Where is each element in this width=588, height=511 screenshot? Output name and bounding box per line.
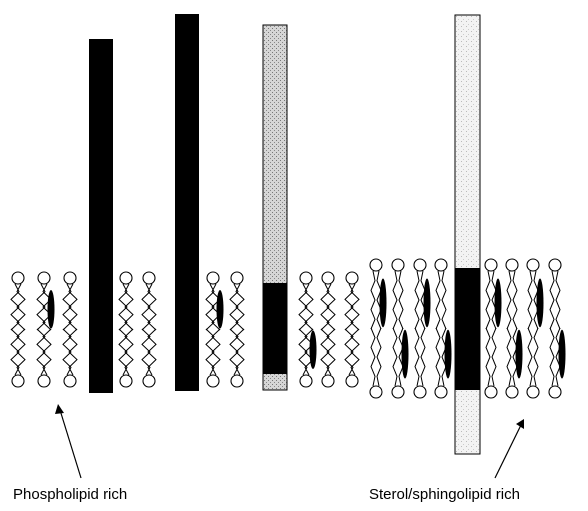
sterol-molecule — [445, 330, 452, 379]
lipid-molecule — [37, 329, 51, 387]
sterol-molecule — [495, 279, 502, 328]
lipid-molecule — [11, 329, 25, 387]
sterol-molecule — [310, 330, 317, 369]
lipid-molecule — [230, 272, 244, 330]
lipid-molecule — [321, 272, 335, 330]
sterol-sphingolipid-rich-label: Sterol/sphingolipid rich — [369, 486, 520, 503]
lipid-molecule — [63, 329, 77, 387]
lipid-molecule — [63, 272, 77, 330]
arrow-sterol-sphingolipid — [495, 419, 524, 478]
sterol-molecule — [402, 330, 409, 379]
lipid-molecule — [506, 259, 518, 329]
sterol-molecule — [537, 279, 544, 328]
sterol-molecule — [559, 330, 566, 379]
lipid-molecule — [119, 272, 133, 330]
transmembrane-protein-2 — [175, 14, 199, 391]
lipid-molecule — [142, 272, 156, 330]
lipid-molecule — [370, 328, 382, 398]
lipid-molecule — [142, 329, 156, 387]
lipid-molecule — [299, 272, 313, 330]
lipid-molecule — [485, 328, 497, 398]
arrow-phospholipid — [55, 404, 81, 478]
sterol-molecule — [217, 290, 224, 329]
lipid-molecule — [321, 329, 335, 387]
transmembrane-protein-3 — [263, 25, 287, 390]
raft-protein — [455, 15, 480, 454]
sterol-molecule — [516, 330, 523, 379]
lipid-molecule — [392, 259, 404, 329]
sterol-molecule — [424, 279, 431, 328]
lipid-molecule — [345, 329, 359, 387]
lipid-molecule — [206, 329, 220, 387]
phospholipid-rich-label: Phospholipid rich — [13, 486, 127, 503]
lipid-molecule — [345, 272, 359, 330]
sterol-molecule — [48, 290, 55, 329]
lipid-molecule — [549, 259, 561, 329]
lipid-molecule — [435, 259, 447, 329]
lipid-molecule — [527, 328, 539, 398]
lipid-molecule — [414, 328, 426, 398]
lipid-molecule — [119, 329, 133, 387]
lipid-molecule — [11, 272, 25, 330]
transmembrane-protein-1 — [89, 39, 113, 393]
sterol-molecule — [380, 279, 387, 328]
lipid-molecule — [230, 329, 244, 387]
